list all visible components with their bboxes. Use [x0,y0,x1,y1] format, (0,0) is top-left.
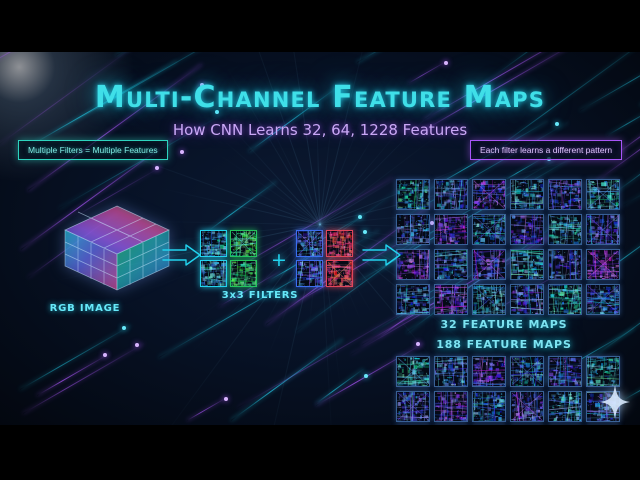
letterbox-bottom [0,425,640,480]
feature-map-tile [510,391,544,422]
filter-group-b [296,230,353,287]
filter-tile [296,230,323,257]
feature-map-tile [434,179,468,210]
feature-map-tile [472,391,506,422]
feature-map-tile [434,391,468,422]
feature-map-tile [586,179,620,210]
feature-map-tile [472,284,506,315]
feature-map-tile [548,179,582,210]
feature-map-tile [396,179,430,210]
feature-map-tile [472,356,506,387]
feature-map-tile [396,249,430,280]
filters-label: 3x3 FILTERS [221,290,299,301]
arrow-right-icon [362,243,402,272]
feature-maps-label-primary: 32 FEATURE MAPS [440,318,568,331]
badge-each-filter-pattern: Each filter learns a different pattern [470,140,623,160]
feature-map-tile [548,356,582,387]
feature-map-tile [586,214,620,245]
filter-tile [200,230,227,257]
filter-tile [296,260,323,287]
rgb-cube-icon [55,198,180,298]
filter-group-a [200,230,257,287]
feature-map-tile [548,391,582,422]
sparkle-icon [600,385,630,424]
feature-map-tile [548,249,582,280]
feature-map-tile [434,214,468,245]
feature-map-tile [510,356,544,387]
plus-operator: + [271,249,287,271]
feature-map-tile [396,356,430,387]
feature-map-tile [472,214,506,245]
page-subtitle: How CNN Learns 32, 64, 1228 Features [172,121,468,139]
feature-map-tile [396,284,430,315]
filter-tile [326,260,353,287]
page-title: Multi-Channel Feature Maps [94,80,546,115]
feature-map-tile [510,179,544,210]
feature-map-tile [510,249,544,280]
filter-tile [230,230,257,257]
feature-map-tile [434,356,468,387]
feature-map-tile [510,284,544,315]
feature-map-tile [510,214,544,245]
filter-tile [326,230,353,257]
feature-map-tile [472,179,506,210]
rgb-image-label: RGB IMAGE [49,303,121,314]
letterbox-top [0,0,640,52]
feature-map-grid-top [396,179,620,315]
feature-map-tile [472,249,506,280]
arrow-right-icon [162,243,202,272]
feature-map-tile [434,249,468,280]
feature-map-tile [434,284,468,315]
feature-map-tile [586,249,620,280]
feature-map-tile [586,284,620,315]
feature-map-tile [548,284,582,315]
badge-multiple-filters: Multiple Filters = Multiple Features [18,140,168,160]
filter-tile [230,260,257,287]
feature-map-tile [396,391,430,422]
feature-maps-label-secondary: 188 FEATURE MAPS [436,338,572,351]
feature-map-tile [396,214,430,245]
feature-map-tile [586,356,620,387]
feature-map-tile [548,214,582,245]
filter-tile [200,260,227,287]
